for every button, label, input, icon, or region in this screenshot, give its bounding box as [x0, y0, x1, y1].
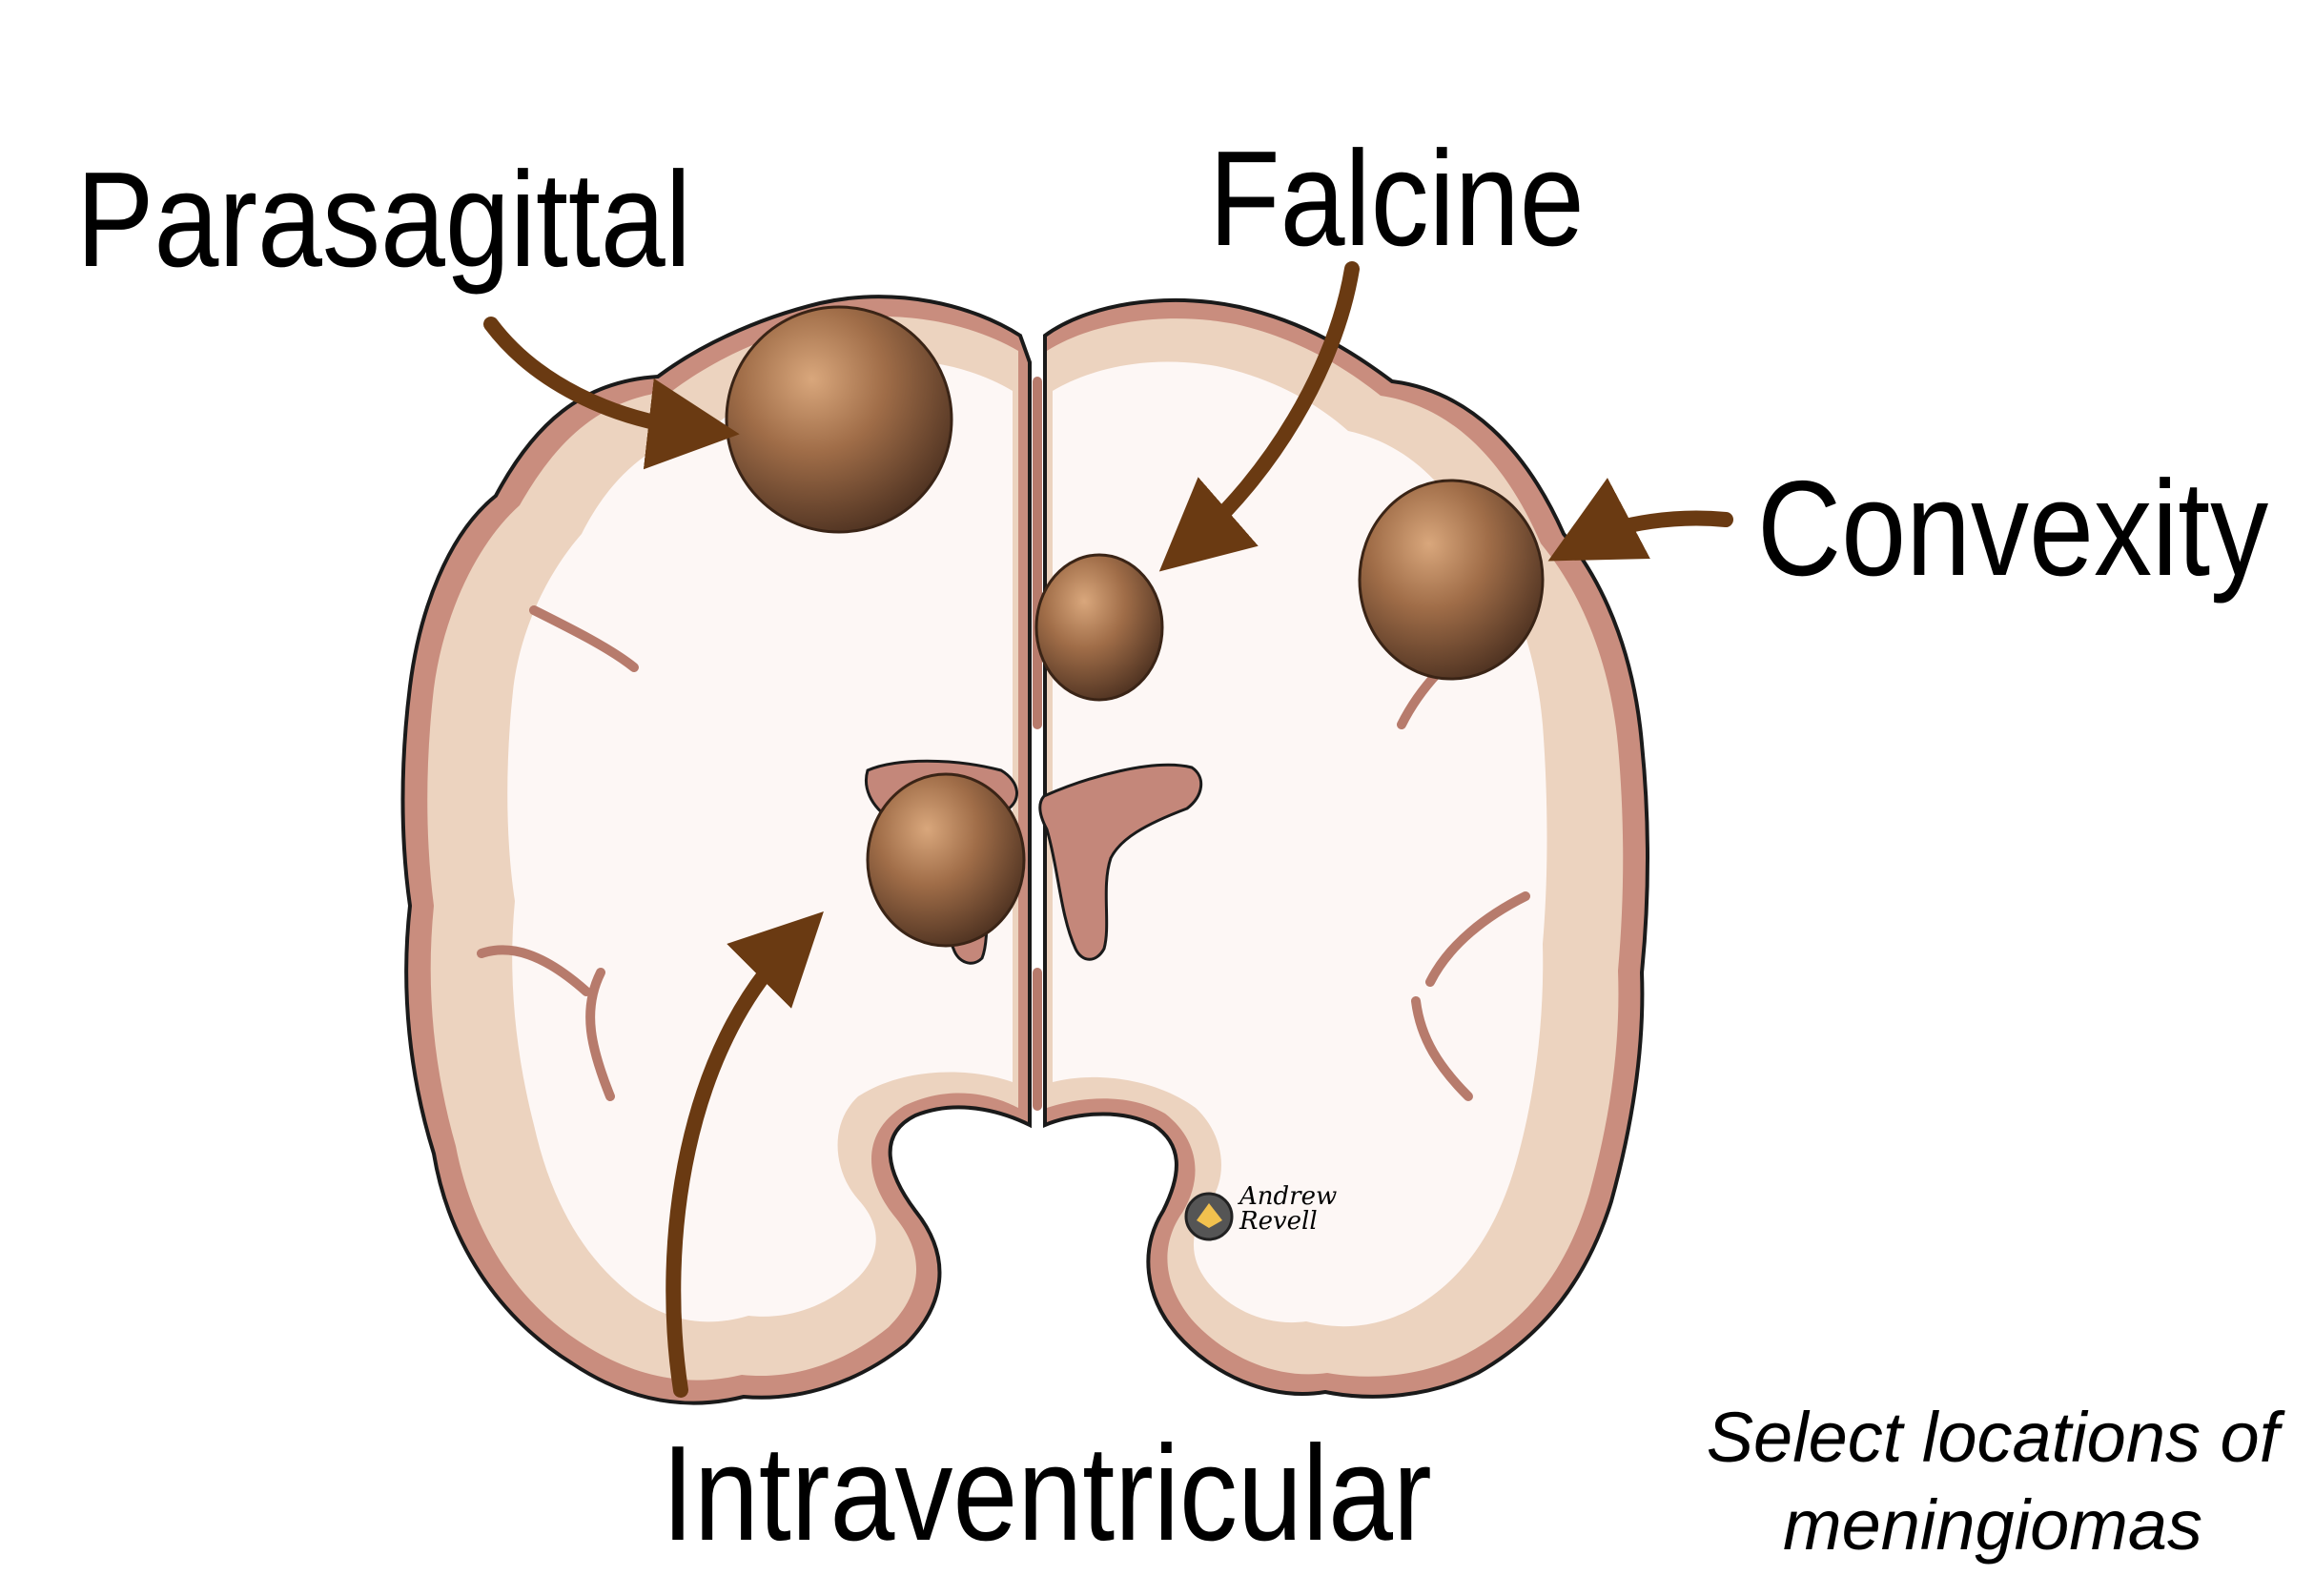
caption-line-2: meningiomas	[1782, 1485, 2203, 1565]
signature-line-2: Revell	[1239, 1207, 1318, 1236]
label-parasagittal: Parasagittal	[76, 144, 691, 296]
label-convexity: Convexity	[1757, 453, 2269, 604]
falcine-arrow	[1158, 261, 1360, 572]
right-lateral-ventricle	[1038, 763, 1202, 961]
intraventricular-tumor	[866, 772, 1026, 948]
caption: Select locations of meningiomas	[1697, 1394, 2288, 1569]
left-white-matter	[507, 359, 1013, 1322]
parasagittal-tumor	[725, 305, 953, 534]
signature-badge	[1184, 1192, 1234, 1241]
falcine-tumor	[1034, 553, 1164, 702]
tumors	[725, 305, 1545, 948]
sulci	[477, 377, 1530, 1111]
parasagittal-arrow	[483, 317, 740, 470]
convexity-tumor	[1358, 479, 1545, 681]
label-falcine: Falcine	[1209, 123, 1585, 275]
signature-line-1: Andrew	[1239, 1182, 1338, 1211]
arrows	[483, 261, 1733, 1398]
intraventricular-arrow	[666, 911, 824, 1398]
label-intraventricular: Intraventricular	[662, 1418, 1432, 1569]
convexity-arrow	[1547, 478, 1733, 562]
author-signature: Andrew Revell	[1239, 1184, 1337, 1234]
caption-line-1: Select locations of	[1706, 1398, 2280, 1477]
